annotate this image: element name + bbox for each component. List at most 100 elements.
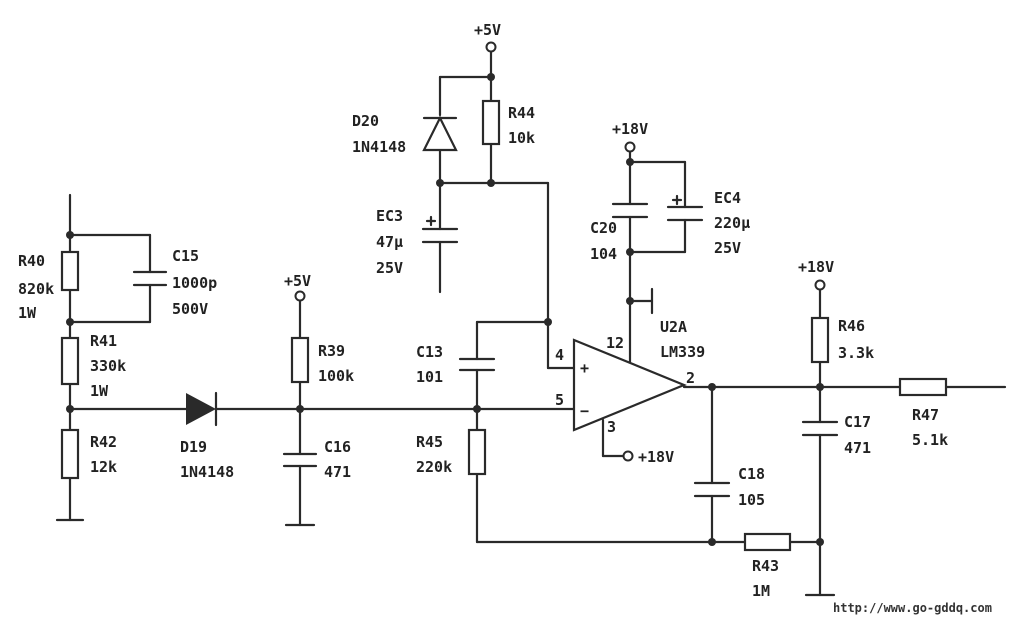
ec3-ref: EC3 [376, 207, 403, 225]
r40-power: 1W [18, 304, 37, 322]
r39-ref: R39 [318, 342, 345, 360]
d20-part: 1N4148 [352, 138, 406, 156]
r41-ref: R41 [90, 332, 117, 350]
ec4-ref: EC4 [714, 189, 741, 207]
c20-symbol [611, 202, 649, 219]
vcc18-r46-terminal [814, 279, 826, 291]
junction-inverting [473, 405, 481, 413]
plus-input-sign: + [580, 359, 589, 377]
vcc5-top-label: +5V [474, 21, 501, 39]
r42-value: 12k [90, 458, 117, 476]
junction-r44-bottom [487, 179, 495, 187]
c17-ref: C17 [844, 413, 871, 431]
d20-diode [422, 115, 458, 152]
ec4-value: 220μ [714, 214, 750, 232]
c18-ref: C18 [738, 465, 765, 483]
c20-ref: C20 [590, 219, 617, 237]
junction-r41-top [66, 318, 74, 326]
r46-ref: R46 [838, 317, 865, 335]
ec3-voltage: 25V [376, 259, 403, 277]
c17-symbol [801, 420, 839, 437]
c18-value: 105 [738, 491, 765, 509]
junction-c20-ec4-bottom [626, 248, 634, 256]
c20-value: 104 [590, 245, 617, 263]
r39-body [290, 336, 310, 384]
r42-ref: R42 [90, 433, 117, 451]
r41-body [60, 336, 80, 386]
r45-ref: R45 [416, 433, 443, 451]
d19-part: 1N4148 [180, 463, 234, 481]
vcc18-pin3-terminal [622, 450, 634, 462]
junction-u2a-vcc [626, 297, 634, 305]
c16-symbol [282, 452, 318, 468]
r40-body [60, 250, 80, 292]
r44-value: 10k [508, 129, 535, 147]
r44-body [481, 99, 501, 146]
r46-body [810, 316, 830, 364]
u2a-ref: U2A [660, 318, 687, 336]
watermark-url: http://www.go-gddq.com [833, 601, 992, 615]
u2a-comparator [572, 338, 687, 432]
u2a-part: LM339 [660, 343, 705, 361]
r41-power: 1W [90, 382, 109, 400]
wires-output [682, 288, 1007, 597]
pin2-label: 2 [686, 369, 695, 387]
r43-body [743, 532, 792, 552]
vcc5-top-terminal [485, 41, 497, 53]
wires-reference [438, 50, 747, 544]
junction-r43-c17 [816, 538, 824, 546]
r43-ref: R43 [752, 557, 779, 575]
r40-ref: R40 [18, 252, 45, 270]
r39-value: 100k [318, 367, 354, 385]
wires-r39-c16 [284, 298, 316, 527]
r41-value: 330k [90, 357, 126, 375]
pin12-label: 12 [606, 334, 624, 352]
wires-left-chain [55, 193, 152, 522]
r47-ref: R47 [912, 406, 939, 424]
c15-ref: C15 [172, 247, 199, 265]
pin4-label: 4 [555, 346, 564, 364]
ec4-voltage: 25V [714, 239, 741, 257]
vcc18-pin3-label: +18V [638, 448, 674, 466]
d19-ref: D19 [180, 438, 207, 456]
r45-value: 220k [416, 458, 452, 476]
d20-ref: D20 [352, 112, 379, 130]
vcc18-r46-label: +18V [798, 258, 834, 276]
pin5-label: 5 [555, 391, 564, 409]
r46-value: 3.3k [838, 344, 874, 362]
junction-c18-r43 [708, 538, 716, 546]
junction-c20-ec4-top [626, 158, 634, 166]
c16-ref: C16 [324, 438, 351, 456]
r45-body [467, 428, 487, 476]
c18-symbol [693, 481, 731, 498]
c17-value: 471 [844, 439, 871, 457]
r47-value: 5.1k [912, 431, 948, 449]
c15-symbol [132, 270, 168, 287]
c16-value: 471 [324, 463, 351, 481]
c15-voltage: 500V [172, 300, 208, 318]
r43-value: 1M [752, 582, 770, 600]
vcc5-mid-terminal [294, 290, 306, 302]
r42-body [60, 428, 80, 480]
junction-d20-ec3 [436, 179, 444, 187]
c13-value: 101 [416, 368, 443, 386]
vcc18-c20-terminal [624, 141, 636, 153]
minus-input-sign: − [580, 402, 589, 420]
c15-value: 1000p [172, 274, 217, 292]
ec4-capacitor [666, 194, 704, 222]
c13-symbol [458, 357, 496, 372]
junction-r40-top [66, 231, 74, 239]
vcc5-mid-label: +5V [284, 272, 311, 290]
r44-ref: R44 [508, 104, 535, 122]
junction-output [708, 383, 716, 391]
vcc18-c20-label: +18V [612, 120, 648, 138]
c13-ref: C13 [416, 343, 443, 361]
ec3-capacitor [421, 215, 459, 244]
junction-r39-c16 [296, 405, 304, 413]
junction-r46-out [816, 383, 824, 391]
r40-value: 820k [18, 280, 54, 298]
junction-c13-top [544, 318, 552, 326]
r47-body [898, 377, 948, 397]
ec3-value: 47μ [376, 233, 403, 251]
